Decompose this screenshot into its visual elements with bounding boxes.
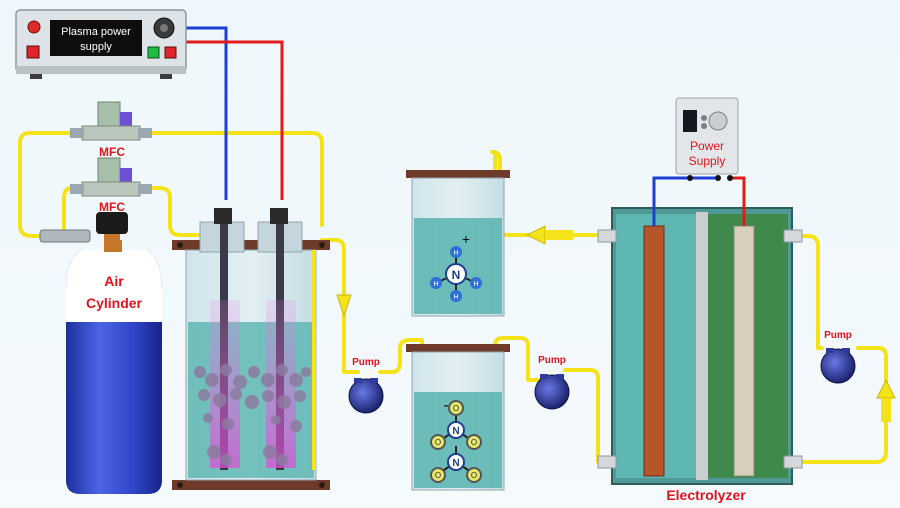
bubble-cloud bbox=[194, 364, 311, 466]
pump-right-label: Pump bbox=[824, 330, 852, 341]
plasma-power-supply: Plasma power supply bbox=[15, 9, 187, 79]
supply-display bbox=[683, 110, 697, 132]
plasma-reactor bbox=[172, 208, 330, 490]
flow-arrow-left bbox=[525, 225, 546, 245]
electrolyzer-label: Electrolyzer bbox=[666, 487, 746, 503]
nitrate-ion-bottom bbox=[430, 446, 482, 483]
cylinder-label-1: Air bbox=[104, 273, 124, 289]
wire-node bbox=[715, 175, 721, 181]
pump-left: Pump bbox=[348, 357, 384, 414]
pump-middle: Pump bbox=[534, 355, 570, 410]
wire-node bbox=[727, 175, 733, 181]
ammonium-charge: + bbox=[462, 231, 470, 247]
membrane bbox=[696, 212, 708, 480]
indicator-light bbox=[27, 20, 41, 34]
ammonium-ion: + N H H H H bbox=[430, 231, 482, 302]
gas-tubing bbox=[18, 131, 888, 477]
mfc-top-label: MFC bbox=[99, 145, 125, 159]
nitrate-ion-top bbox=[430, 400, 482, 450]
hydrogen-atom: H bbox=[473, 281, 478, 288]
plasma-wires bbox=[182, 26, 284, 200]
ammonium-tank: + N H H H H bbox=[406, 170, 510, 317]
mfc-bottom-label: MFC bbox=[99, 200, 125, 214]
cathode bbox=[643, 225, 665, 477]
plasma-supply-label-2: supply bbox=[80, 41, 112, 53]
flow-arrow-down bbox=[336, 294, 352, 318]
flow-arrow-up-tail bbox=[881, 398, 891, 422]
nitrate-n-top: N bbox=[452, 426, 459, 437]
air-cylinder: Air Cylinder bbox=[66, 240, 162, 494]
tee-junction bbox=[39, 229, 91, 243]
flow-arrow-up bbox=[876, 378, 896, 399]
stop-button-red[interactable] bbox=[164, 46, 177, 59]
supply-knob[interactable] bbox=[708, 111, 728, 131]
wire-node bbox=[687, 175, 693, 181]
mfc-top: MFC bbox=[70, 101, 152, 159]
electrolyzer-power-supply: Power Supply bbox=[675, 97, 739, 175]
pump-left-label: Pump bbox=[352, 357, 380, 368]
hydrogen-atom: H bbox=[453, 294, 458, 301]
regulator bbox=[96, 212, 128, 234]
nitrate-tank: - N O O O N O O bbox=[406, 344, 510, 491]
hydrogen-atom: H bbox=[453, 250, 458, 257]
oxygen-atom: O bbox=[435, 471, 441, 480]
anode bbox=[733, 225, 755, 477]
cylinder-label-2: Cylinder bbox=[86, 295, 143, 311]
nitrate-n-bottom: N bbox=[452, 458, 459, 469]
start-button-green[interactable] bbox=[147, 46, 160, 59]
flow-arrow-left-tail bbox=[545, 230, 573, 240]
power-button-red[interactable] bbox=[26, 45, 40, 59]
electrolyzer-wires bbox=[652, 176, 746, 226]
oxygen-atom: O bbox=[471, 438, 477, 447]
pump-middle-label: Pump bbox=[538, 355, 566, 366]
power-supply-label-2: Supply bbox=[689, 154, 726, 168]
oxygen-atom: O bbox=[471, 471, 477, 480]
plasma-supply-label-1: Plasma power bbox=[61, 26, 131, 38]
electrolyzer: Electrolyzer bbox=[597, 207, 803, 503]
mfc-bottom: MFC bbox=[70, 157, 152, 214]
hydrogen-atom: H bbox=[433, 281, 438, 288]
oxygen-atom: O bbox=[435, 438, 441, 447]
display-screen bbox=[50, 20, 142, 56]
nitrate-charge: - bbox=[443, 397, 448, 414]
oxygen-atom: O bbox=[453, 404, 459, 413]
power-supply-label-1: Power bbox=[690, 139, 724, 153]
pump-right: Pump bbox=[820, 330, 856, 384]
ammonium-n: N bbox=[452, 268, 461, 282]
